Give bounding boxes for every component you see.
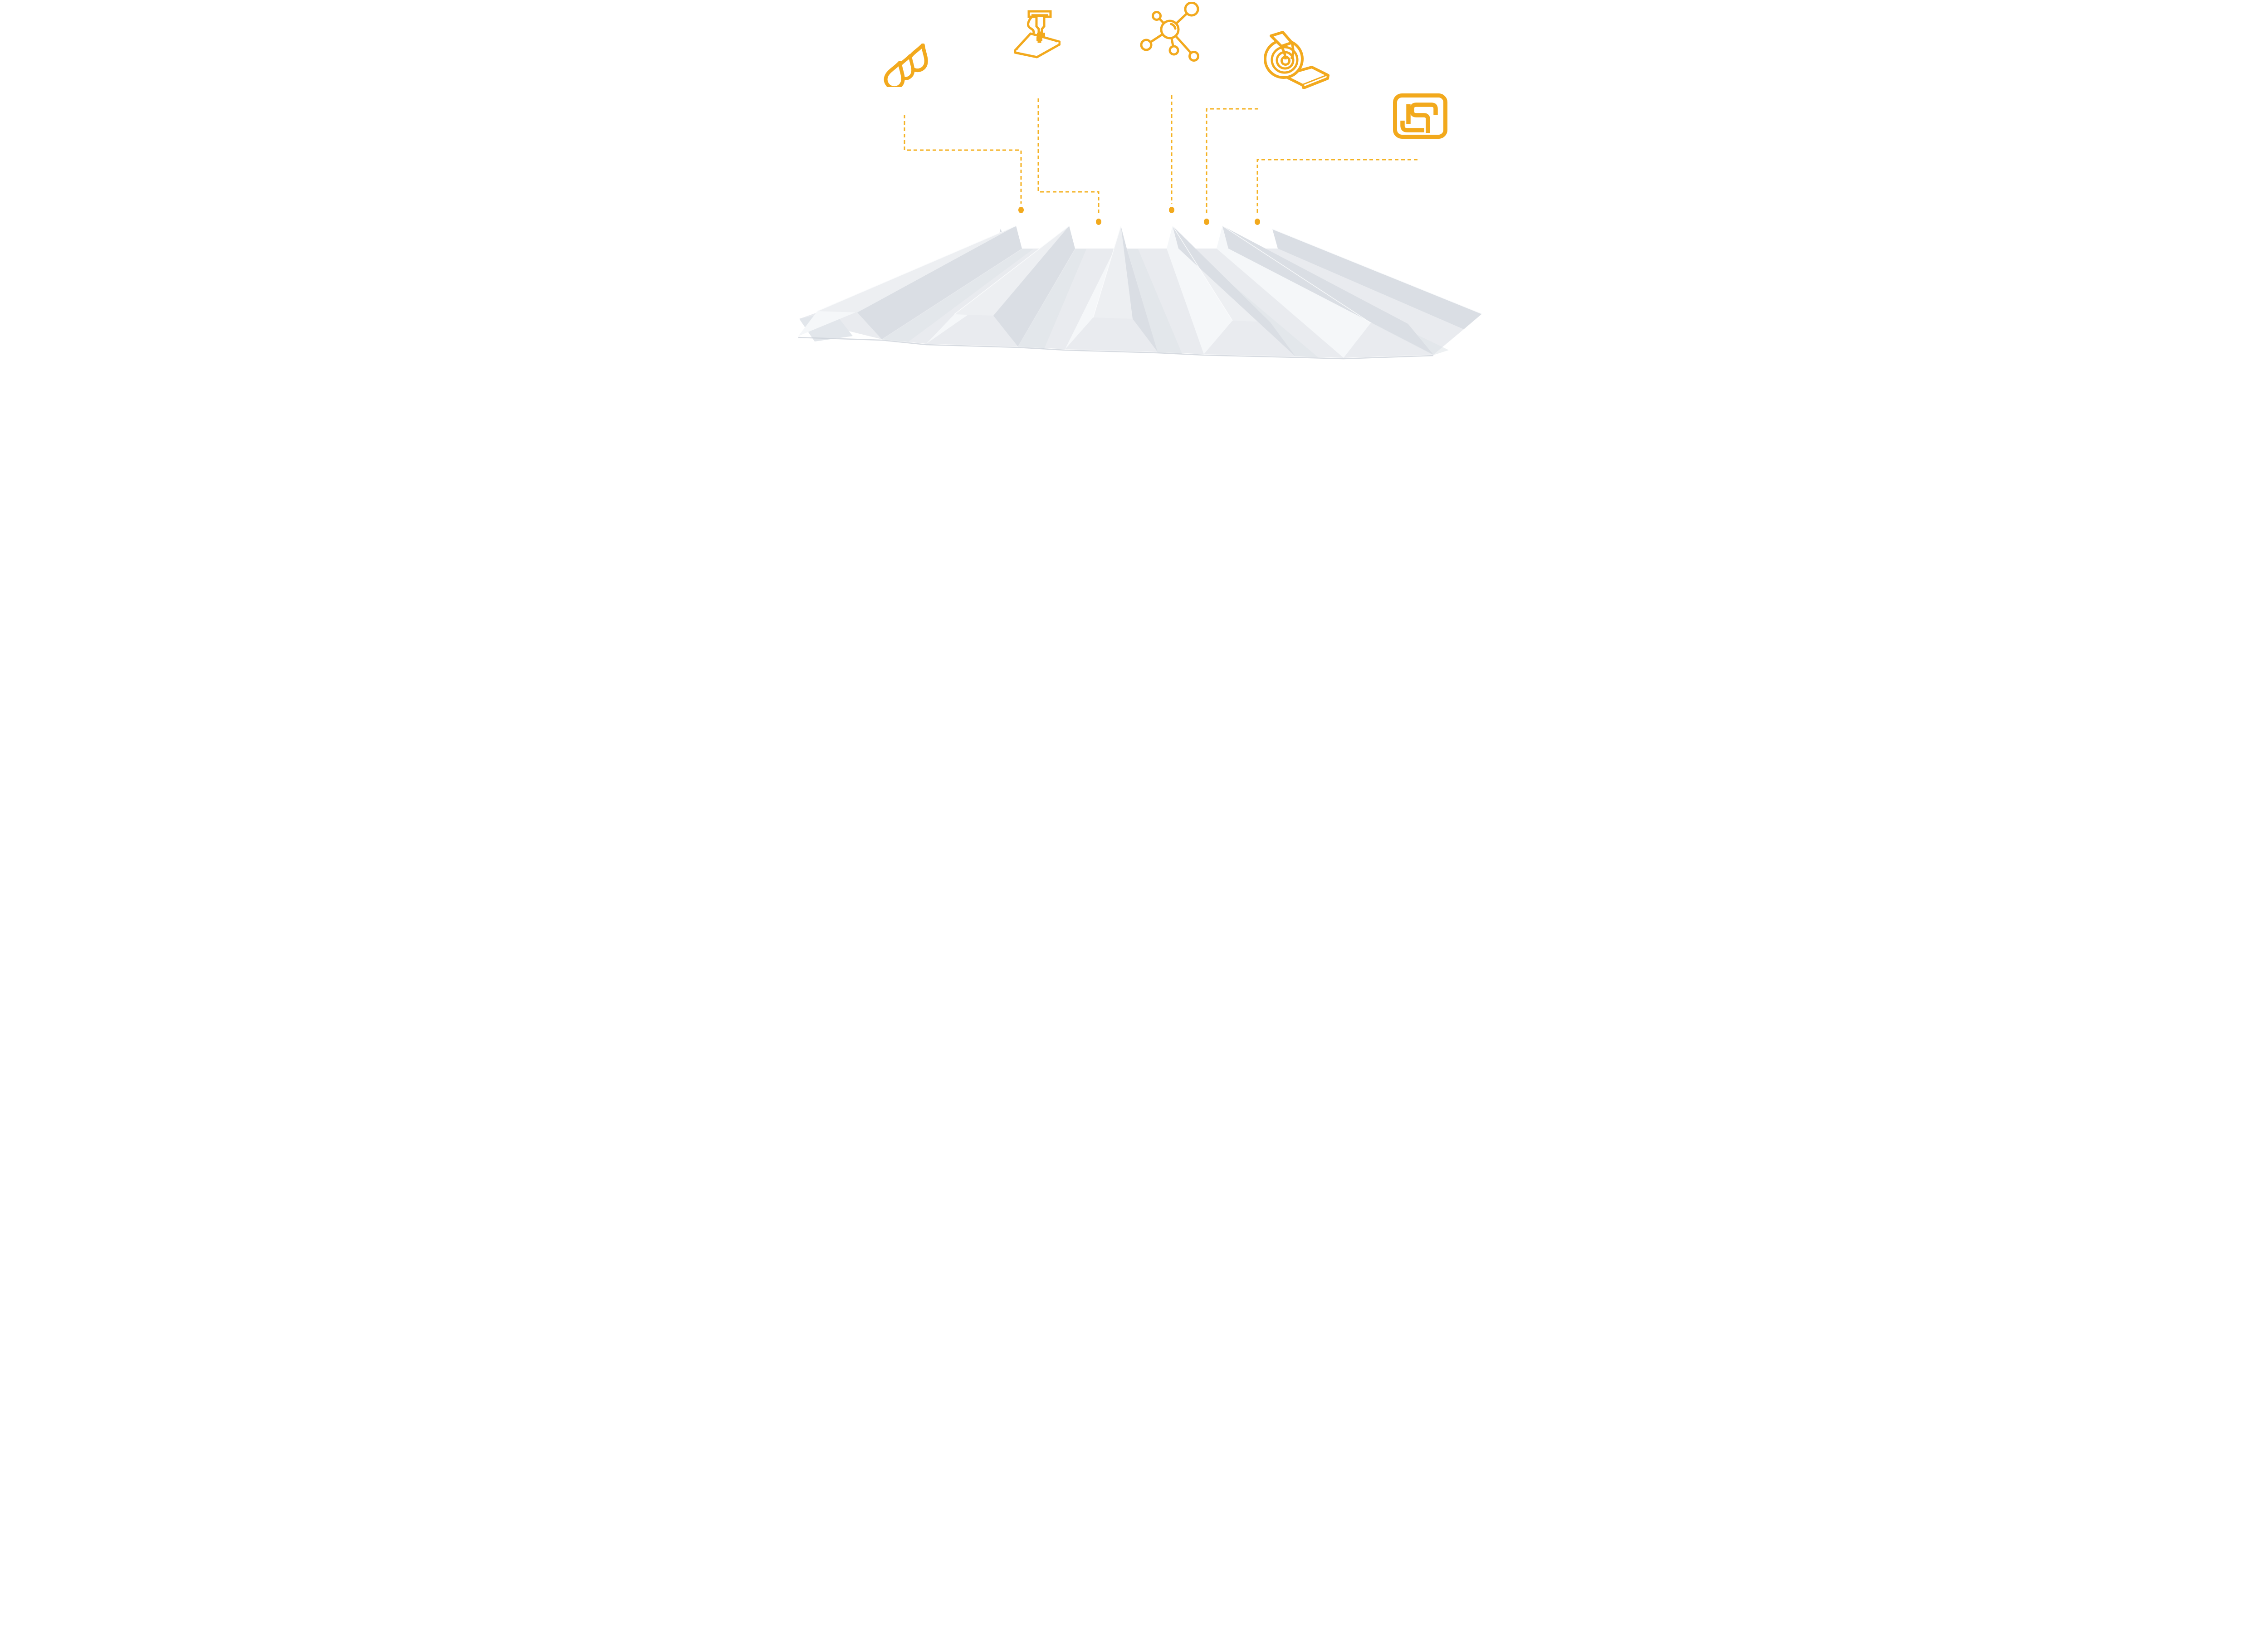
sheet-right-edge (1272, 229, 1482, 329)
forming-machine-icon (1011, 9, 1061, 59)
anchor-dot (1169, 207, 1174, 213)
leader-line-forming-machine (1037, 98, 1101, 225)
sheet-rib (1065, 225, 1158, 352)
sheet-rib (926, 225, 1075, 346)
anchor-dot (1255, 219, 1260, 225)
anchor-dot (1018, 207, 1024, 213)
steel-coil-icon (1256, 30, 1330, 89)
sheet-rib (1217, 225, 1433, 358)
sheet-rib (1167, 225, 1295, 356)
anchor-dot (1204, 219, 1209, 225)
rib-shadow (1127, 249, 1182, 354)
illustration-stage (786, 0, 1482, 363)
leader-line-water-drops (904, 115, 1024, 213)
sheet-rib (798, 225, 1022, 339)
leader-line-steel-coil (1204, 108, 1258, 225)
leader-line-isi-mark (1255, 159, 1418, 225)
molecule-icon (1139, 2, 1203, 63)
leader-lines (904, 95, 1418, 225)
water-drops-icon (881, 44, 931, 87)
sheet-front-edge (798, 337, 1434, 360)
anchor-dot (1096, 219, 1101, 225)
rib-shadow (882, 249, 1033, 342)
isi-mark-icon (1393, 93, 1448, 139)
rib-shadow (1018, 249, 1086, 349)
profiled-sheet (798, 225, 1482, 360)
leader-line-molecule (1169, 95, 1174, 213)
